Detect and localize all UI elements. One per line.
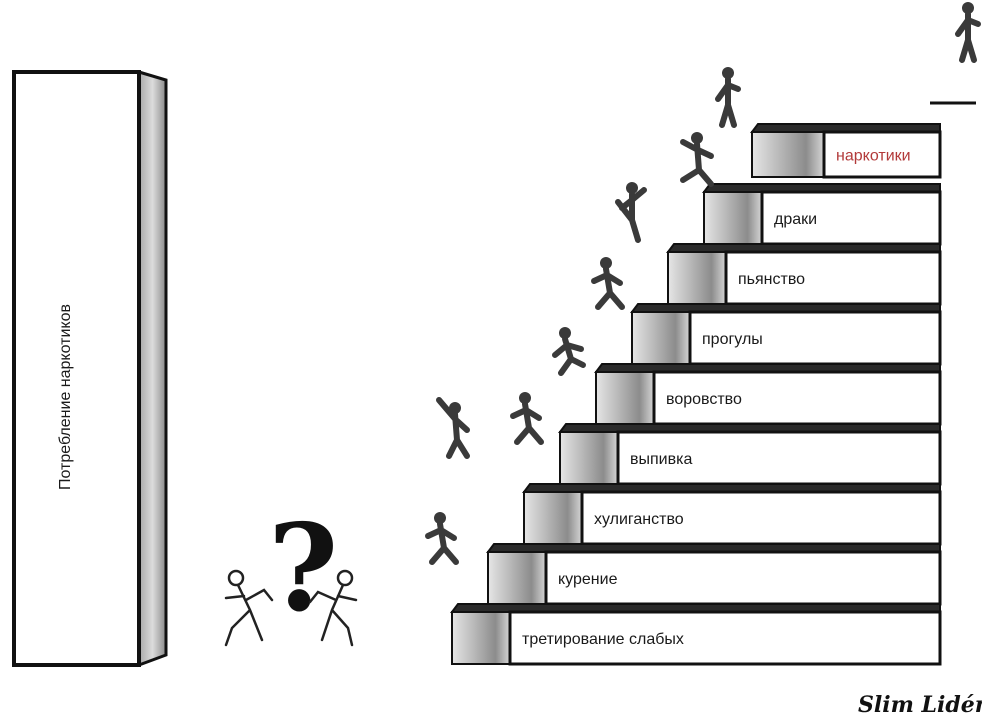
stair-face — [652, 370, 942, 426]
stair-face — [544, 550, 942, 606]
confused-figure-left — [224, 569, 274, 647]
stair-label: хулиганство — [594, 511, 684, 528]
confused-figure-right — [308, 569, 358, 647]
stair-riser — [523, 491, 583, 545]
stair-step: наркотики — [750, 123, 942, 179]
climber-figures — [425, 2, 981, 565]
staircase: наркотики драки пьянство прогулы воровство вы… — [450, 123, 942, 666]
climber-figure — [425, 512, 459, 565]
stair-face — [616, 430, 942, 486]
stair-riser — [487, 551, 547, 605]
pillar-front — [12, 70, 141, 667]
stair-riser — [595, 371, 655, 425]
stair-step: пьянство — [666, 243, 942, 306]
stair-label: выпивка — [630, 451, 692, 468]
climber-figure — [510, 392, 544, 445]
stair-step: хулиганство — [522, 483, 942, 546]
stair-riser — [631, 311, 691, 365]
stair-riser — [451, 611, 511, 665]
stair-riser — [751, 131, 825, 178]
climber-figure — [591, 257, 625, 310]
stair-step: третирование слабых — [450, 603, 942, 666]
stair-riser — [667, 251, 727, 305]
stair-label: наркотики — [836, 148, 911, 165]
signature: Slim Lidén — [858, 692, 982, 718]
pillar-label: Потребление наркотиков — [57, 304, 74, 490]
climber-figure — [552, 327, 586, 376]
stair-face — [508, 610, 942, 666]
question-mark: ? — [268, 498, 338, 639]
question-group: ? — [224, 498, 358, 647]
stair-step: выпивка — [558, 423, 942, 486]
stair-riser — [703, 191, 763, 245]
stair-step: курение — [486, 543, 942, 606]
stair-face — [724, 250, 942, 306]
climber-figure — [955, 2, 981, 63]
stair-face — [760, 190, 942, 246]
stair-label: прогулы — [702, 331, 763, 348]
stair-step: драки — [702, 183, 942, 246]
pillar-side — [137, 69, 168, 668]
climber-figure — [715, 67, 741, 128]
climber-figure — [615, 182, 647, 243]
stair-face — [822, 130, 942, 179]
stair-step: прогулы — [630, 303, 942, 366]
stair-label: третирование слабых — [522, 631, 684, 648]
climber-figure — [436, 397, 470, 459]
stair-label: воровство — [666, 391, 742, 408]
stair-label: курение — [558, 571, 618, 588]
pillar: Потребление наркотиков — [12, 69, 168, 668]
stair-step: воровство — [594, 363, 942, 426]
climber-figure — [680, 132, 714, 187]
stair-label: драки — [774, 211, 817, 228]
stair-riser — [559, 431, 619, 485]
stair-label: пьянство — [738, 271, 805, 288]
stair-face — [688, 310, 942, 366]
